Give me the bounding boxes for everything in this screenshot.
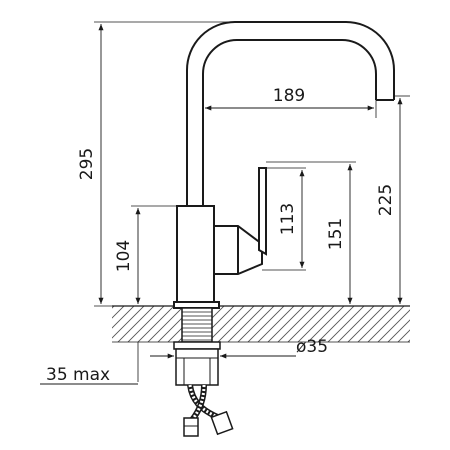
dim-handle-height: 151 [326,218,346,250]
dimension-lines [40,24,403,385]
supply-hoses [183,384,234,437]
threaded-shank [173,307,221,386]
dim-spout-height: 225 [376,184,396,216]
dim-lever-height: 113 [278,203,298,235]
dim-body-height: 104 [114,240,134,272]
dim-total-height: 295 [77,148,97,180]
countertop-section [112,305,410,343]
dim-spout-reach: 189 [273,86,305,106]
extension-lines [94,21,410,382]
dim-thread-diameter: ø35 [296,337,328,357]
faucet-outline [173,21,395,309]
dim-max-deck: 35 max [46,365,110,385]
